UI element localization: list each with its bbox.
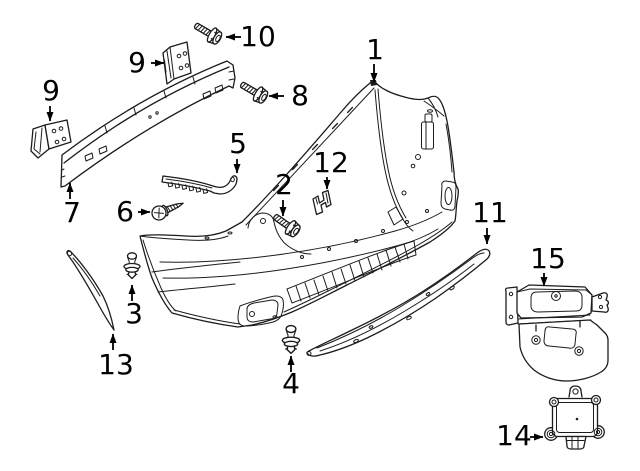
- callout-5[interactable]: 5: [229, 127, 247, 174]
- callout-number[interactable]: 11: [472, 196, 508, 229]
- callout-number[interactable]: 14: [496, 419, 532, 452]
- callout-1[interactable]: 1: [366, 33, 384, 83]
- callout-2[interactable]: 2: [275, 168, 293, 217]
- sensor-bracket-15: [504, 284, 610, 382]
- callout-number[interactable]: 1: [366, 33, 384, 66]
- callout-number[interactable]: 2: [275, 168, 293, 201]
- callout-8[interactable]: 8: [268, 79, 309, 112]
- side-spacer-5: [161, 175, 238, 195]
- side-trim-13: [66, 250, 115, 331]
- callout-14[interactable]: 14: [496, 419, 544, 452]
- bumper-impact-bar: [60, 60, 236, 188]
- callout-11[interactable]: 11: [472, 196, 508, 245]
- callout-7[interactable]: 7: [63, 182, 81, 229]
- callout-9[interactable]: 9: [42, 74, 60, 122]
- callout-number[interactable]: 9: [128, 46, 146, 79]
- callout-number[interactable]: 9: [42, 74, 60, 107]
- callout-number[interactable]: 7: [63, 196, 81, 229]
- callout-4[interactable]: 4: [282, 355, 300, 400]
- callout-number[interactable]: 15: [530, 242, 566, 275]
- callout-15[interactable]: 15: [530, 242, 566, 287]
- sensor-module-14: [544, 385, 605, 450]
- bolt-10: [190, 17, 225, 48]
- callout-6[interactable]: 6: [116, 195, 151, 228]
- callout-number[interactable]: 13: [98, 348, 134, 381]
- impact-bar-bracket-left: [30, 119, 72, 159]
- clip-4: [281, 324, 301, 355]
- impact-bar-bracket-right: [162, 41, 192, 85]
- callout-13[interactable]: 13: [98, 333, 134, 381]
- callout-number[interactable]: 6: [116, 195, 134, 228]
- bumper-cover: [139, 80, 460, 328]
- callout-number[interactable]: 8: [291, 79, 309, 112]
- callout-number[interactable]: 12: [313, 146, 349, 179]
- callout-10[interactable]: 10: [225, 20, 276, 53]
- callout-9[interactable]: 9: [128, 46, 165, 79]
- callout-number[interactable]: 3: [125, 297, 143, 330]
- bolt-8: [236, 76, 271, 107]
- callout-number[interactable]: 5: [229, 127, 247, 160]
- lower-trim-11: [306, 248, 491, 357]
- clip-12: [312, 189, 332, 216]
- clip-3: [123, 252, 141, 280]
- callout-3[interactable]: 3: [125, 284, 143, 330]
- callout-layer: 10 9 9 8 1 7 5 6 2 12 11 15 3 13 4 14: [42, 20, 566, 452]
- callout-12[interactable]: 12: [313, 146, 349, 190]
- callout-number[interactable]: 4: [282, 367, 300, 400]
- callout-number[interactable]: 10: [240, 20, 276, 53]
- screw-6: [151, 202, 184, 221]
